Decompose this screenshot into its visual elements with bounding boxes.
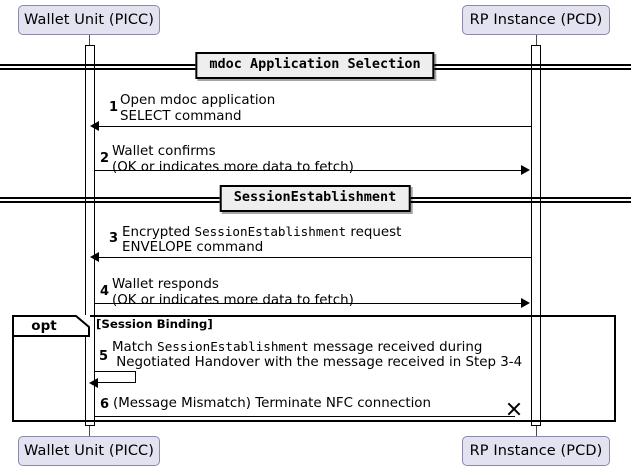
message-2-number: 2 xyxy=(100,151,110,166)
message-6-text-line-1: (Message Mismatch) Terminate NFC connect… xyxy=(113,396,431,411)
message-4-number: 4 xyxy=(100,284,110,299)
activation-bar-rp xyxy=(531,45,541,426)
fragment-opt-guard: [Session Binding] xyxy=(96,317,213,331)
divider-label-session: SessionEstablishment xyxy=(219,185,411,212)
message-2-arrowhead xyxy=(521,165,530,175)
fragment-opt-tag[interactable]: opt xyxy=(12,315,90,337)
message-3-arrowhead xyxy=(90,252,99,262)
message-2-text-line-1: Wallet confirms xyxy=(112,144,216,159)
activation-bar-wallet xyxy=(85,45,95,426)
message-5-number: 5 xyxy=(99,349,109,364)
participant-wallet-top-label: Wallet Unit (PICC) xyxy=(23,12,155,28)
participant-rp-top[interactable]: RP Instance (PCD) xyxy=(462,5,610,35)
message-3-text-line-2: ENVELOPE command xyxy=(122,240,264,255)
participant-rp-top-label: RP Instance (PCD) xyxy=(469,12,603,28)
fragment-opt-frame xyxy=(12,315,616,422)
fragment-tag-pentagon-icon xyxy=(12,315,90,337)
participant-wallet-top[interactable]: Wallet Unit (PICC) xyxy=(18,5,160,35)
message-6-number: 6 xyxy=(100,397,110,412)
destroy-marker-icon xyxy=(506,401,522,417)
fragment-opt-label: opt xyxy=(31,318,57,334)
message-5-text-line-1: Match SessionEstablishment message recei… xyxy=(112,339,483,355)
message-3-line xyxy=(96,257,532,258)
message-2-text-line-2: (OK or indicates more data to fetch) xyxy=(112,160,354,175)
lifeline-rp-bottom-stub xyxy=(536,426,537,436)
message-1-number: 1 xyxy=(109,100,119,115)
participant-rp-bottom-label: RP Instance (PCD) xyxy=(469,443,603,459)
divider-label-mdoc: mdoc Application Selection xyxy=(195,52,435,79)
participant-rp-bottom[interactable]: RP Instance (PCD) xyxy=(462,436,610,466)
message-5-text-line-2: Negotiated Handover with the message rec… xyxy=(112,355,523,370)
message-4-text-line-2: (OK or indicates more data to fetch) xyxy=(112,293,354,308)
message-1-text-line-2: SELECT command xyxy=(120,109,242,124)
lifeline-wallet-top-stub xyxy=(89,35,90,45)
message-4-line xyxy=(95,303,527,304)
message-5-arrowhead xyxy=(89,378,98,388)
message-1-line xyxy=(96,126,532,127)
message-4-text-line-1: Wallet responds xyxy=(112,277,219,292)
message-6-line xyxy=(95,416,515,417)
participant-wallet-bottom-label: Wallet Unit (PICC) xyxy=(23,443,155,459)
message-4-arrowhead xyxy=(521,298,530,308)
lifeline-wallet-bottom-stub xyxy=(89,426,90,436)
message-5-self-loop xyxy=(95,371,136,383)
participant-wallet-bottom[interactable]: Wallet Unit (PICC) xyxy=(18,436,160,466)
message-1-arrowhead xyxy=(90,121,99,131)
message-2-line xyxy=(95,170,527,171)
message-3-number: 3 xyxy=(109,231,119,246)
message-3-text-line-1: Encrypted SessionEstablishment request xyxy=(122,224,402,240)
lifeline-rp-top-stub xyxy=(536,35,537,45)
message-1-text-line-1: Open mdoc application xyxy=(120,93,276,108)
